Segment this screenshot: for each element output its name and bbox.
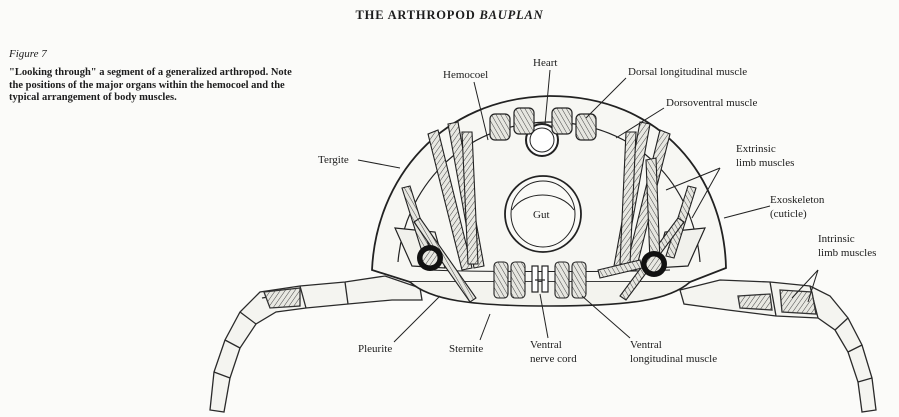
label-ventral-longitudinal-1: Ventral (630, 339, 662, 351)
label-intrinsic-2: limb muscles (818, 247, 876, 259)
right-leg (680, 280, 876, 412)
label-extrinsic-1: Extrinsic (736, 143, 776, 155)
sternite-outline (410, 282, 690, 306)
label-sternite: Sternite (449, 343, 483, 355)
label-ventral-longitudinal-2: longitudinal muscle (630, 353, 717, 365)
label-pleurite: Pleurite (358, 343, 392, 355)
label-extrinsic-2: limb muscles (736, 157, 794, 169)
label-intrinsic-1: Intrinsic (818, 233, 855, 245)
label-ventral-nerve-cord-1: Ventral (530, 339, 562, 351)
label-exoskeleton-1: Exoskeleton (770, 194, 825, 206)
label-exoskeleton-2: (cuticle) (770, 208, 807, 220)
label-heart: Heart (533, 57, 557, 69)
label-dorsoventral-muscle: Dorsoventral muscle (666, 97, 757, 109)
label-gut: Gut (533, 209, 550, 221)
label-ventral-nerve-cord-2: nerve cord (530, 353, 577, 365)
label-dorsal-longitudinal-muscle: Dorsal longitudinal muscle (628, 66, 747, 78)
label-tergite: Tergite (318, 154, 349, 166)
label-hemocoel: Hemocoel (443, 69, 488, 81)
